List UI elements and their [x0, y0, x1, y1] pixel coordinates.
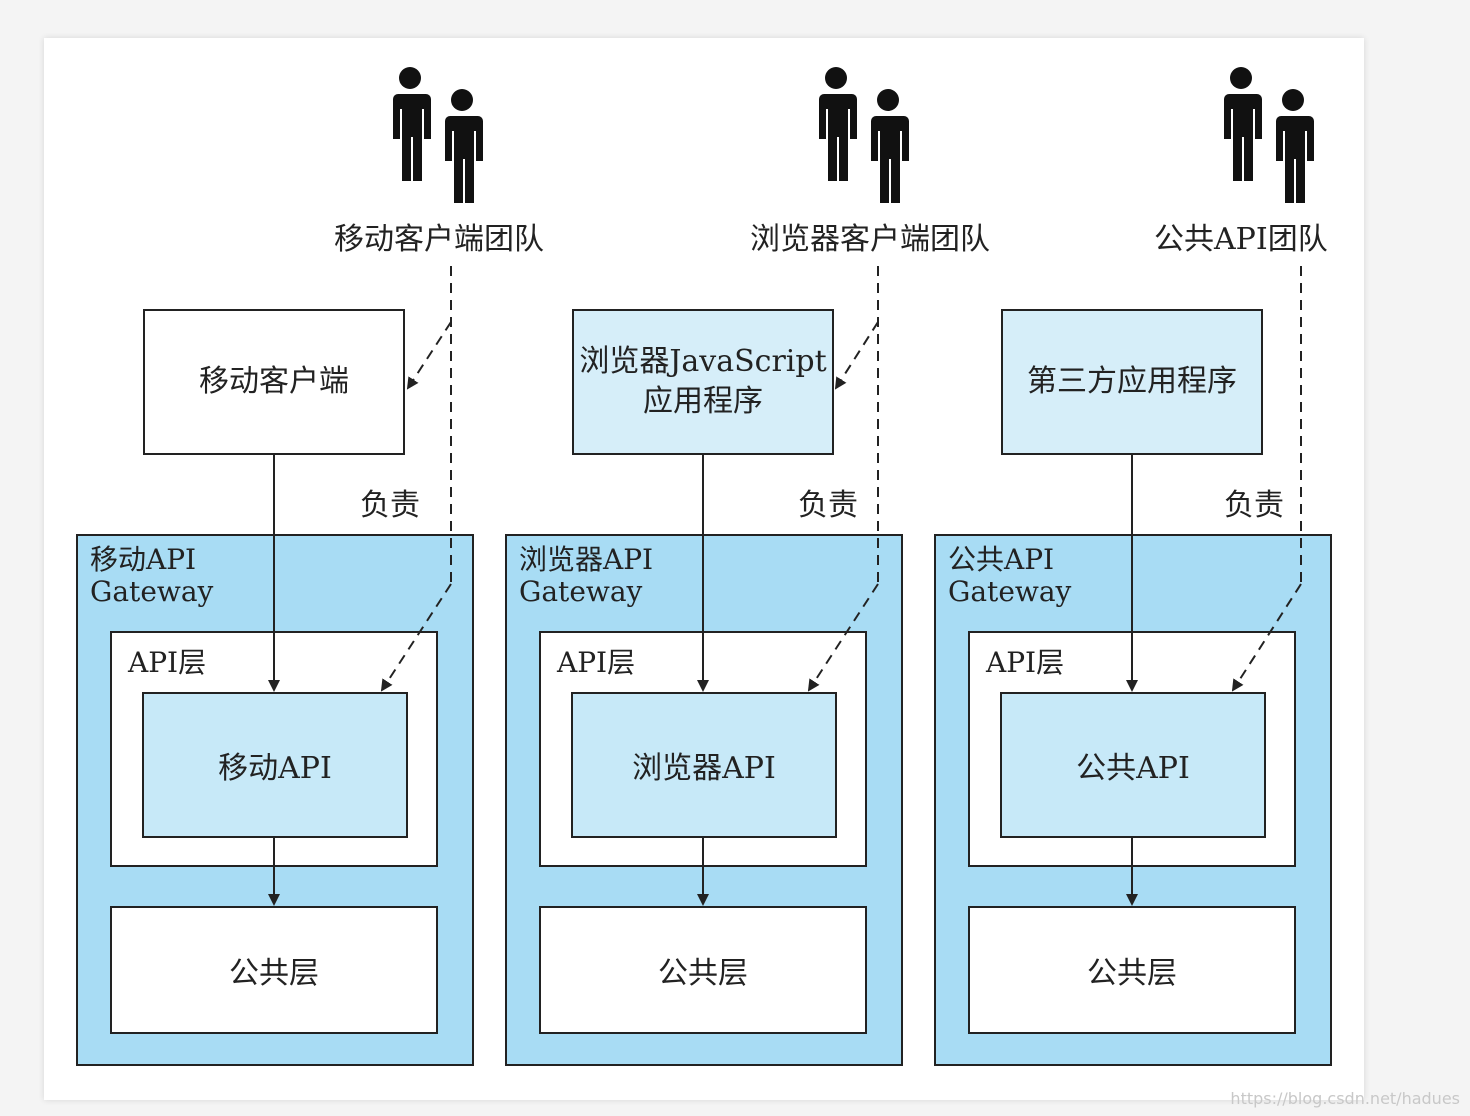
dashed-arrow-to-client	[834, 321, 879, 390]
gateway-title-line1: 浏览器API	[519, 543, 654, 576]
gateway-title-line2: Gateway	[519, 575, 643, 608]
team-icon-mobile	[386, 66, 486, 206]
common-layer-label: 公共层	[1087, 956, 1177, 991]
api-box-label: 浏览器API	[632, 751, 776, 786]
gateway-title-line2: Gateway	[948, 575, 1072, 608]
team-icon-browser	[812, 66, 912, 206]
team-label-mobile: 移动客户端团队	[334, 222, 544, 257]
api-box-label: 移动API	[218, 751, 332, 786]
watermark-text: https://blog.csdn.net/hadues	[1230, 1089, 1460, 1108]
client-box-mobile: 移动客户端	[143, 309, 405, 455]
gateway-title: 浏览器API Gateway	[519, 544, 653, 608]
dashed-arrow-to-client	[406, 321, 452, 390]
gateway-title-line1: 公共API	[948, 543, 1055, 576]
api-layer-title: API层	[128, 646, 207, 679]
api-layer-title: API层	[986, 646, 1065, 679]
api-box-public: 公共API	[1000, 692, 1266, 838]
dashed-arrow-to-api	[380, 583, 452, 692]
api-box-mobile: 移动API	[142, 692, 408, 838]
gateway-title: 移动API Gateway	[90, 544, 213, 608]
gateway-title: 公共API Gateway	[948, 544, 1071, 608]
common-layer-browser: 公共层	[539, 906, 867, 1034]
responsible-label-browser: 负责	[798, 488, 858, 523]
common-layer-mobile: 公共层	[110, 906, 438, 1034]
api-box-browser: 浏览器API	[571, 692, 837, 838]
gateway-title-line2: Gateway	[90, 575, 214, 608]
team-icon-public	[1217, 66, 1317, 206]
dashed-arrow-to-api	[807, 583, 879, 692]
api-layer-title: API层	[557, 646, 636, 679]
team-label-browser: 浏览器客户端团队	[750, 222, 990, 257]
team-label-public: 公共API团队	[1154, 222, 1328, 257]
gateway-title-line1: 移动API	[90, 543, 197, 576]
common-layer-label: 公共层	[658, 956, 748, 991]
client-label-line1: 第三方应用程序	[1027, 364, 1237, 399]
api-box-label: 公共API	[1076, 751, 1190, 786]
common-layer-label: 公共层	[229, 956, 319, 991]
client-label-line2: 应用程序	[642, 384, 763, 419]
dashed-arrow-to-api	[1231, 583, 1302, 692]
client-label-line1: 浏览器JavaScript	[579, 344, 827, 379]
responsible-label-public: 负责	[1224, 488, 1284, 523]
client-box-public: 第三方应用程序	[1001, 309, 1263, 455]
client-box-browser: 浏览器JavaScript 应用程序	[572, 309, 834, 455]
responsible-label-mobile: 负责	[360, 488, 420, 523]
common-layer-public: 公共层	[968, 906, 1296, 1034]
client-label-line1: 移动客户端	[199, 364, 349, 399]
